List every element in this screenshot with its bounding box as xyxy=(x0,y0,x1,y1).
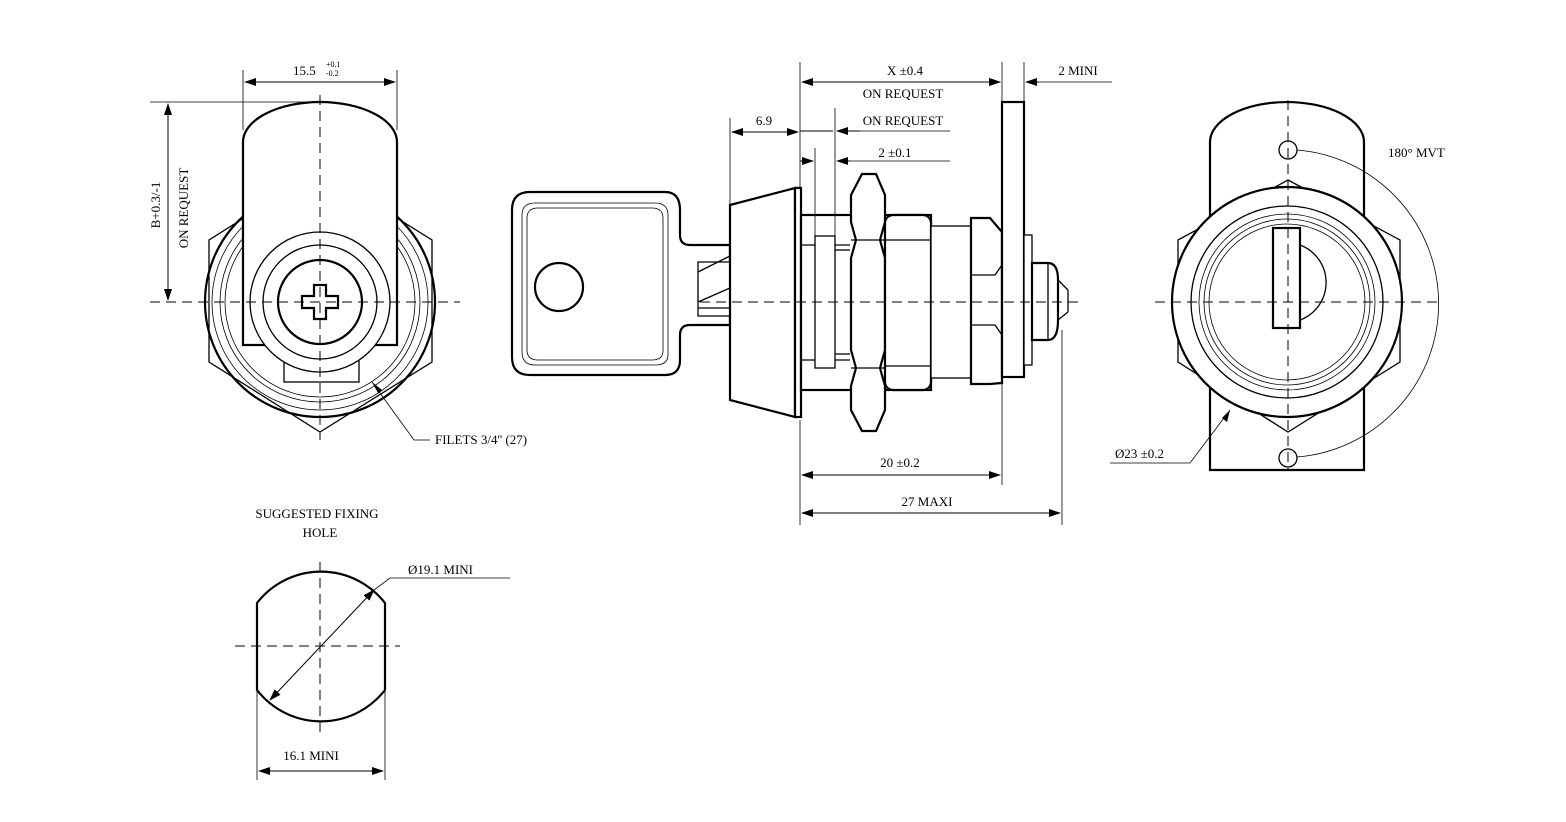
keyway-slot xyxy=(1271,226,1302,330)
width16-label: 16.1 MINI xyxy=(283,748,339,763)
dim-2-pm-label: 2 ±0.1 xyxy=(878,145,911,160)
dim-2-mini-label: 2 MINI xyxy=(1058,63,1097,78)
dim-width-label: 15.5 xyxy=(293,63,316,78)
cam-plate xyxy=(1000,100,1026,379)
dim-width-tol-plus: +0.1 xyxy=(326,60,341,69)
dim-6-9-label: 6.9 xyxy=(756,113,772,128)
fixing-hole-view: SUGGESTED FIXING HOLE Ø19.1 MINI 16.1 MI… xyxy=(235,506,510,780)
dia23-label: Ø23 ±0.2 xyxy=(1115,446,1164,461)
dim-x-on-request: ON REQUEST xyxy=(863,86,944,101)
dim-on-request-2-label: ON REQUEST xyxy=(863,113,944,128)
side-nut-2 xyxy=(969,216,1004,386)
hole-title-line1: SUGGESTED FIXING xyxy=(255,506,378,521)
dim-20-label: 20 ±0.2 xyxy=(880,455,920,470)
dia19-label: Ø19.1 MINI xyxy=(408,562,473,577)
dim-27-label: 27 MAXI xyxy=(902,494,953,509)
threads-label: FILETS 3/4'' (27) xyxy=(435,432,527,447)
front-view: 15.5 +0.1 -0.2 B+0.3/-1 ON REQUEST FILET… xyxy=(148,60,527,447)
dim-height-label: B+0.3/-1 xyxy=(148,182,163,229)
rear-view: 180° MVT Ø23 ±0.2 xyxy=(1110,100,1445,472)
hole-title-line2: HOLE xyxy=(303,525,338,540)
mvt-label: 180° MVT xyxy=(1388,145,1445,160)
key-hole xyxy=(533,261,585,313)
key-outline xyxy=(510,190,732,377)
dim-height-on-request: ON REQUEST xyxy=(176,168,191,249)
mvt-arc xyxy=(1296,149,1439,458)
side-view: X ±0.4 ON REQUEST 2 MINI 6.9 ON REQUEST … xyxy=(510,62,1112,525)
dim-x-label: X ±0.4 xyxy=(887,63,924,78)
dim-width-tol-minus: -0.2 xyxy=(326,69,339,78)
